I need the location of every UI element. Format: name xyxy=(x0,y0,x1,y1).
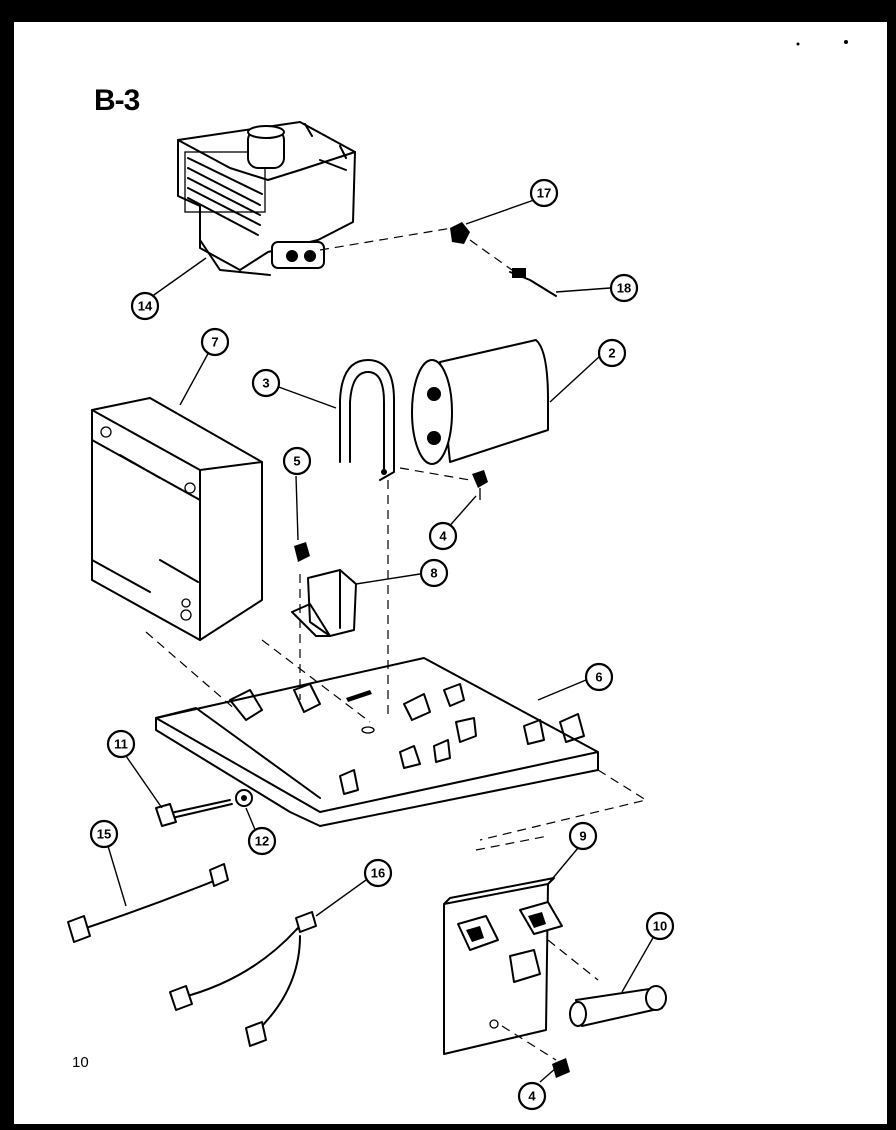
callout-6: 6 xyxy=(584,662,614,692)
callout-18: 18 xyxy=(609,273,639,303)
fuse-part xyxy=(569,985,667,1027)
svg-text:2: 2 xyxy=(608,346,615,361)
svg-text:4: 4 xyxy=(528,1089,536,1104)
callout-7: 7 xyxy=(200,327,230,357)
svg-text:6: 6 xyxy=(595,670,602,685)
page-number: 10 xyxy=(72,1054,89,1071)
capacitor-bracket-part xyxy=(339,359,395,481)
callout-9: 9 xyxy=(568,821,598,851)
svg-text:8: 8 xyxy=(430,566,437,581)
screw-part-5 xyxy=(294,542,310,562)
svg-text:3: 3 xyxy=(262,376,269,391)
screw-part-lower xyxy=(552,1058,570,1078)
switch-part xyxy=(291,569,357,637)
sensor-probe-part xyxy=(509,268,557,297)
callout-14: 14 xyxy=(130,291,160,321)
transformer-part xyxy=(91,397,263,641)
svg-text:9: 9 xyxy=(579,829,586,844)
callout-17: 17 xyxy=(529,178,559,208)
callout-4-upper: 4 xyxy=(428,521,458,551)
callout-12: 12 xyxy=(247,826,277,856)
thermal-cutout-part xyxy=(450,222,470,244)
leader-lines xyxy=(107,199,655,1083)
capacitor-part xyxy=(411,339,549,465)
callout-4-lower: 4 xyxy=(517,1081,547,1111)
svg-text:4: 4 xyxy=(439,529,447,544)
callout-3: 3 xyxy=(251,368,281,398)
svg-text:14: 14 xyxy=(138,299,153,314)
screw-part-upper xyxy=(472,470,488,500)
washer-part xyxy=(235,789,253,807)
callout-15: 15 xyxy=(89,819,119,849)
callout-5: 5 xyxy=(282,446,312,476)
long-screw-part xyxy=(155,799,233,827)
callout-16: 16 xyxy=(363,858,393,888)
diagram-title: B-3 xyxy=(94,84,140,117)
svg-text:5: 5 xyxy=(293,454,300,469)
svg-text:18: 18 xyxy=(617,281,631,296)
callout-11: 11 xyxy=(106,729,136,759)
svg-text:15: 15 xyxy=(97,827,111,842)
magnetron-part xyxy=(177,121,356,276)
fuse-holder-board-part xyxy=(443,877,563,1055)
svg-text:17: 17 xyxy=(537,186,551,201)
speck-mark xyxy=(844,40,848,44)
svg-text:10: 10 xyxy=(653,919,667,934)
base-plate-part xyxy=(155,657,599,827)
svg-text:11: 11 xyxy=(114,737,128,752)
speck-mark xyxy=(796,42,800,46)
callout-2: 2 xyxy=(597,338,627,368)
svg-text:16: 16 xyxy=(371,866,385,881)
svg-text:12: 12 xyxy=(255,834,269,849)
wire-lead-16 xyxy=(169,911,317,1047)
svg-text:7: 7 xyxy=(211,335,218,350)
callout-8: 8 xyxy=(419,558,449,588)
callout-10: 10 xyxy=(645,911,675,941)
wire-lead-15 xyxy=(67,863,229,943)
